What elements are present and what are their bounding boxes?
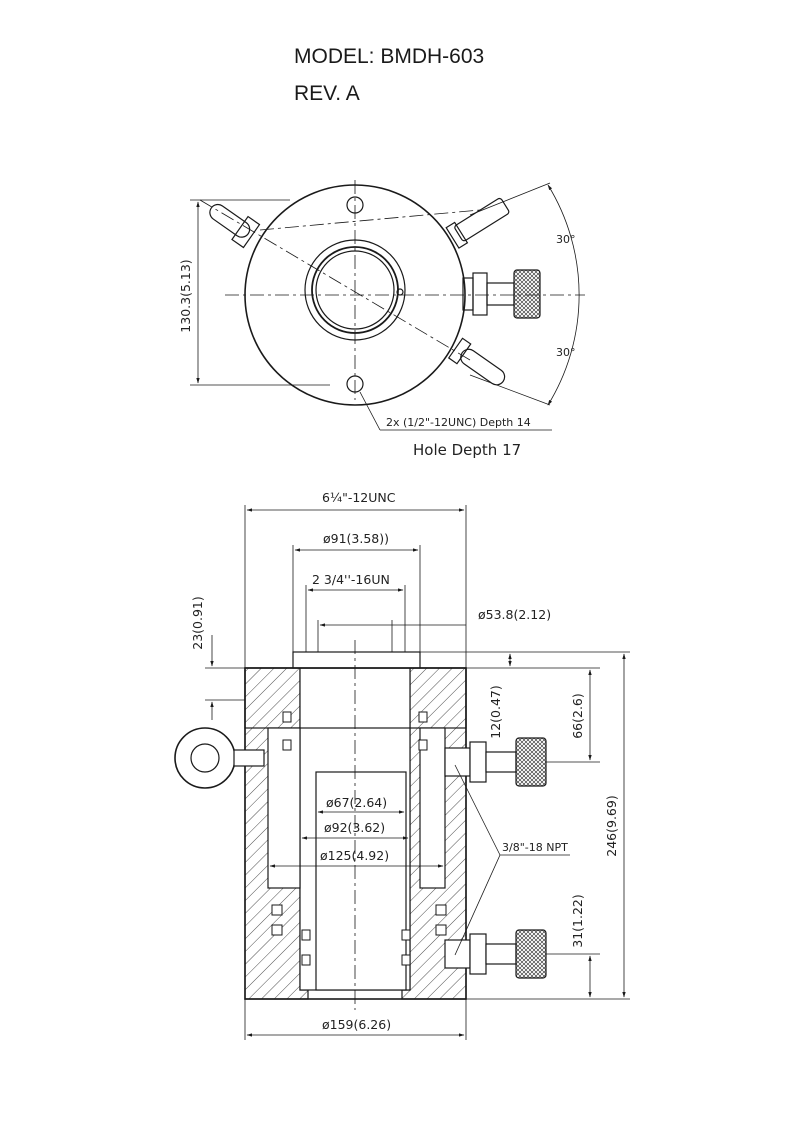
model-title: MODEL: BMDH-603 [294, 45, 485, 68]
right-fitting [462, 269, 541, 319]
seals [271, 711, 447, 966]
upper-right-coupler [445, 197, 510, 249]
eye-bolt-shank [233, 749, 265, 767]
angle-lower-label: 30° [556, 346, 576, 359]
body-outline [244, 667, 467, 1000]
section-view [174, 651, 547, 1000]
revision-label: REV. A [294, 82, 360, 105]
annulus-left [267, 727, 301, 889]
angle-upper-label: 30° [556, 233, 576, 246]
dim-31-label: 31(1.22) [570, 894, 585, 948]
upper-port-fitting [444, 737, 547, 787]
left-coupler [209, 203, 261, 249]
eye-bolt-hole [190, 743, 220, 773]
height-dimension-label: 130.3(5.13) [178, 259, 193, 332]
outer-thread-label: 6¼"-12UNC [322, 490, 396, 505]
thread-note: 2x (1/2"-12UNC) Depth 14 [386, 416, 531, 429]
npt-label: 3/8"-18 NPT [502, 841, 568, 854]
eye-bolt-ring [174, 727, 236, 789]
plunger-cap [292, 651, 421, 669]
lower-right-coupler [447, 337, 506, 386]
dia-125-label: ø125(4.92) [320, 848, 389, 863]
dia-67-label: ø67(2.64) [326, 795, 387, 810]
annulus-right [419, 727, 446, 889]
dim-66-label: 66(2.6) [570, 693, 585, 739]
dia-53-label: ø53.8(2.12) [478, 607, 551, 622]
lower-port-fitting [444, 929, 547, 979]
dia-159-label: ø159(6.26) [322, 1017, 391, 1032]
inner-tube [315, 771, 407, 991]
section-dimensions [205, 505, 630, 1040]
dim-23-label: 23(0.91) [190, 596, 205, 650]
top-view [190, 180, 585, 431]
hole-depth-note: Hole Depth 17 [413, 441, 521, 459]
dia-91-label: ø91(3.58)) [323, 531, 389, 546]
dia-92-label: ø92(3.62) [324, 820, 385, 835]
dim-246-label: 246(9.69) [604, 795, 619, 856]
dim-12-label: 12(0.47) [488, 685, 503, 739]
inner-thread-label: 2 3/4''-16UN [312, 572, 390, 587]
